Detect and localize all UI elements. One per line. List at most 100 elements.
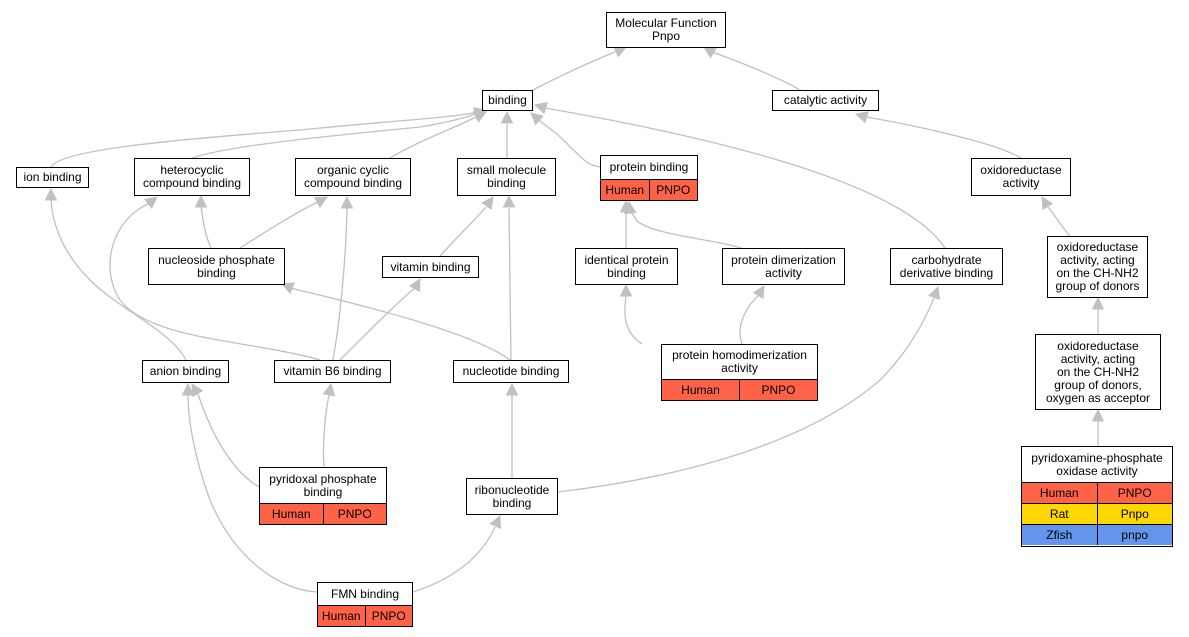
gene-cell: PNPO [648, 180, 698, 200]
edge-arrowhead [533, 101, 548, 115]
edge-arrowhead [752, 285, 765, 300]
edge-line [239, 201, 319, 249]
edge-arrowhead [194, 194, 208, 208]
edge-arrowhead [481, 196, 494, 211]
node-protein-binding[interactable]: protein binding Human PNPO [600, 155, 698, 201]
node-heterocyclic-compound-binding[interactable]: heterocyclic compound binding [134, 158, 250, 196]
node-label: FMN binding [330, 586, 400, 601]
edge-line [191, 112, 479, 159]
node-label: vitamin B6 binding [283, 364, 382, 378]
species-cell: Human [605, 183, 645, 197]
node-catalytic-activity[interactable]: catalytic activity [772, 90, 879, 111]
species-cell: Zfish [1046, 528, 1073, 542]
node-organic-cyclic-compound-binding[interactable]: organic cyclic compound binding [295, 158, 411, 196]
gene-cell: pnpo [1096, 525, 1173, 545]
edge-arrowhead [280, 282, 296, 295]
species-cell: Human [271, 507, 311, 521]
edge-arrowhead [505, 382, 519, 396]
node-small-molecule-binding[interactable]: small molecule binding [457, 158, 556, 196]
node-label: small molecule binding [466, 163, 547, 190]
edge-arrowhead [612, 46, 628, 58]
node-ribonucleotide-binding[interactable]: ribonucleotide binding [466, 478, 558, 515]
gene-cell: PNPO [322, 504, 387, 524]
edge-line [739, 295, 759, 345]
edge-line [439, 206, 487, 257]
node-label: protein dimerization activity [731, 252, 836, 280]
edge-line [1047, 206, 1071, 237]
edge-line [322, 394, 330, 468]
species-cell: Human [681, 383, 720, 397]
edge-line [532, 51, 616, 91]
gene-cell: PNPO [1096, 483, 1173, 503]
node-label: ion binding [23, 170, 82, 184]
edge-arrowhead [928, 285, 940, 300]
node-pyridoxal-phosphate-binding[interactable]: pyridoxal phosphate binding Human PNPO [259, 467, 387, 525]
edge-arrowhead [472, 111, 488, 123]
edge-arrowhead [1041, 196, 1054, 211]
node-binding[interactable]: binding [482, 90, 533, 111]
gene-cell: PNPO [364, 606, 413, 626]
edge-arrowhead [1091, 296, 1105, 310]
edge-line [628, 209, 742, 249]
edge-line [50, 111, 479, 168]
annotation-row-human: Human PNPO [318, 605, 412, 626]
node-protein-dimerization-activity[interactable]: protein dimerization activity [722, 248, 845, 285]
node-label: protein homodimerization activity [672, 348, 807, 375]
node-ion-binding[interactable]: ion binding [16, 167, 89, 188]
node-fmn-binding[interactable]: FMN binding Human PNPO [317, 582, 413, 627]
node-label: nucleoside phosphate binding [158, 252, 275, 280]
edge-arrowhead [502, 194, 516, 208]
node-label: catalytic activity [783, 93, 868, 107]
node-label: vitamin binding [390, 259, 471, 274]
edge-line [289, 287, 511, 361]
annotation-row-rat: Rat Pnpo [1022, 503, 1172, 524]
node-carbohydrate-derivative-binding[interactable]: carbohydrate derivative binding [890, 248, 1003, 285]
node-vitamin-b6-binding[interactable]: vitamin B6 binding [274, 360, 391, 383]
node-nucleotide-binding[interactable]: nucleotide binding [453, 360, 569, 383]
edge-arrowhead [313, 196, 328, 209]
node-pyridoxamine-phosphate-oxidase-activity[interactable]: pyridoxamine-phosphate oxidase activity … [1021, 446, 1173, 547]
node-anion-binding[interactable]: anion binding [142, 360, 229, 383]
node-vitamin-binding[interactable]: vitamin binding [382, 256, 479, 278]
edge-arrowhead [854, 111, 869, 124]
annotation-row-human: Human PNPO [1022, 482, 1172, 503]
edge-line [339, 287, 416, 361]
edge-arrowhead [530, 112, 544, 126]
edge-line [389, 115, 479, 159]
node-label: oxidoreductase activity, acting on the C… [1045, 338, 1151, 405]
edge-arrowhead [44, 187, 58, 201]
edge-line [865, 116, 1022, 159]
edge-arrowhead [1091, 408, 1105, 422]
node-label: organic cyclic compound binding [303, 163, 403, 190]
node-label: carbohydrate derivative binding [899, 252, 994, 280]
annotation-row-human: Human PNPO [260, 503, 386, 524]
edge-arrowhead [500, 110, 514, 124]
node-label: pyridoxal phosphate binding [269, 471, 377, 499]
node-label: nucleotide binding [462, 364, 560, 378]
edge-arrowhead [619, 283, 633, 297]
edge-line [197, 393, 260, 488]
gene-cell: Pnpo [1096, 504, 1173, 524]
edge-arrowhead [489, 514, 501, 530]
node-oxidoreductase-ch-nh2[interactable]: oxidoreductase activity, acting on the C… [1047, 236, 1148, 298]
node-oxidoreductase-oxygen-acceptor[interactable]: oxidoreductase activity, acting on the C… [1035, 334, 1161, 410]
edge-arrowhead [340, 195, 354, 209]
node-label: oxidoreductase activity, acting on the C… [1055, 240, 1140, 293]
node-identical-protein-binding[interactable]: identical protein binding [575, 248, 678, 285]
species-cell: Rat [1049, 507, 1069, 521]
edge-line [556, 297, 935, 493]
node-label: ribonucleotide binding [474, 482, 550, 510]
node-molecular-function[interactable]: Molecular Function Pnpo [606, 12, 726, 48]
gene-cell: PNPO [739, 380, 817, 400]
node-nucleoside-phosphate-binding[interactable]: nucleoside phosphate binding [148, 248, 285, 285]
node-label: binding [488, 93, 527, 107]
edge-line [711, 51, 801, 91]
node-label: heterocyclic compound binding [142, 163, 242, 190]
species-cell: Human [1039, 486, 1079, 500]
node-oxidoreductase-activity[interactable]: oxidoreductase activity [971, 158, 1071, 196]
edge-line [508, 207, 512, 361]
edge-line [109, 202, 321, 361]
node-label: pyridoxamine-phosphate oxidase activity [1031, 450, 1163, 478]
node-protein-homodimerization-activity[interactable]: protein homodimerization activity Human … [661, 344, 818, 401]
